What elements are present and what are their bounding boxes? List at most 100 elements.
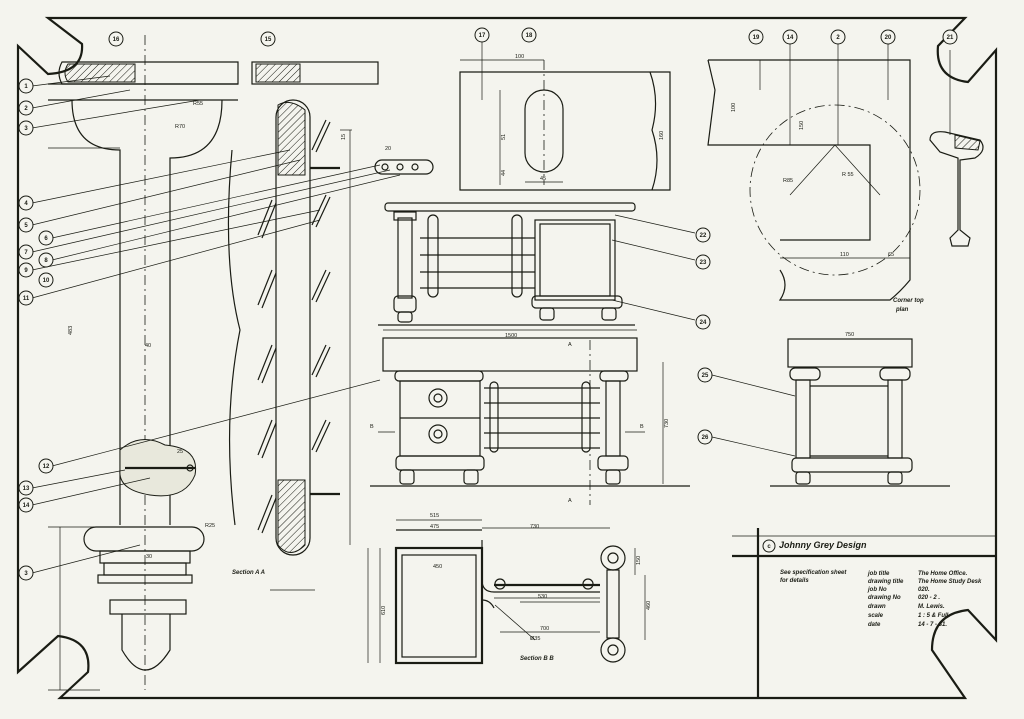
row-value-scale: 1 : 5 & Full. [918,613,951,619]
fitting-detail [929,50,984,247]
dim-65: 65 [888,252,894,258]
callout-3: 3 [24,126,28,132]
rear-elevation [378,202,696,326]
callout-18: 18 [526,33,533,39]
callout-2-left: 2 [24,106,28,112]
section-bb [367,519,646,665]
dim-r55b: R 55 [842,172,854,178]
callout-15: 15 [265,37,272,43]
dim-610: 610 [381,606,387,615]
dim-483: 483 [68,326,74,335]
pedestal-elevation [48,35,239,691]
dim-160: 160 [659,131,665,140]
callout-21: 21 [947,35,954,41]
dim-750: 750 [845,332,854,338]
dim-r25: R25 [205,523,215,529]
callout-24: 24 [700,320,707,326]
dim-dia35: Ø35 [530,636,540,642]
row-label-job-title: job title [868,571,890,577]
spec-note-2: for details [780,578,809,584]
callout-10: 10 [43,278,50,284]
callout-3b: 3 [24,571,28,577]
dim-20: 20 [385,146,391,152]
row-value-job-title: The Home Office. [918,571,968,577]
callout-7: 7 [24,250,28,256]
title-block-frame [732,528,996,698]
callout-13: 13 [23,486,30,492]
row-value-date: 14 - 7 - 81. [918,622,948,628]
dim-45: 45 [540,176,546,182]
callout-6: 6 [44,236,48,242]
dim-100-top: 100 [515,54,524,60]
dim-40: 40 [145,343,151,349]
dim-475: 475 [430,524,439,530]
front-elevation [370,329,690,505]
spec-note-1: See specification sheet [780,570,847,576]
dim-44: 44 [501,170,507,176]
dim-15: 15 [341,134,347,140]
dimension-labels: 1500 730 750 515 475 730 450 530 700 150… [68,54,894,642]
callout-20: 20 [885,35,892,41]
dim-460: 460 [646,601,652,610]
copyright-symbol: c [767,544,771,550]
dim-730: 730 [664,419,670,428]
row-value-job-no: 020. [918,587,930,593]
callout-1: 1 [24,84,28,90]
callout-11: 11 [23,296,30,302]
row-label-scale: scale [868,613,884,619]
dim-150: 150 [636,556,642,565]
row-value-drawing-title: The Home Study Desk [918,579,982,585]
caption-section-aa: Section A A [232,570,265,576]
callout-23: 23 [700,260,707,266]
row-value-drawing-no: 020 - 2 . [918,595,941,601]
corner-top-plan [707,40,921,301]
row-label-drawing-title: drawing title [868,579,904,585]
dim-730b: 730 [530,524,539,530]
caption-section-bb: Section B B [520,656,554,662]
section-mark-a-top: A [568,342,572,348]
dim-150b: 150 [799,121,805,130]
dim-450: 450 [433,564,442,570]
dim-530: 530 [538,594,547,600]
row-label-drawing-no: drawing No [868,595,901,601]
callout-12: 12 [43,464,50,470]
callout-bubbles: 16 15 17 18 19 14 2 20 21 1 2 3 4 5 6 7 … [18,27,958,581]
callout-2: 2 [836,35,840,41]
dim-r55: R55 [193,101,203,107]
dim-51: 51 [501,134,507,140]
callout-16: 16 [113,37,120,43]
caption-plan: plan [895,307,909,313]
callout-14: 14 [23,503,30,509]
callout-4: 4 [24,201,28,207]
dim-30: 30 [146,554,152,560]
dim-25: 25 [177,449,183,455]
section-aa [227,61,434,591]
row-label-date: date [868,622,881,628]
callout-14b: 14 [787,35,794,41]
dim-1500: 1500 [505,333,517,339]
callout-25: 25 [702,373,709,379]
dim-515: 515 [430,513,439,519]
row-label-drawn: drawn [868,604,886,610]
dim-100: 100 [731,103,737,112]
callout-5: 5 [24,223,28,229]
callout-26: 26 [702,435,709,441]
dim-r70: R70 [175,124,185,130]
callout-8: 8 [44,258,48,264]
side-elevation [711,338,950,487]
dim-700: 700 [540,626,549,632]
callout-19: 19 [753,35,760,41]
sheet-frame [16,16,998,700]
section-mark-b-left: B [370,424,374,430]
callout-17: 17 [479,33,486,39]
row-label-job-no: job No [868,587,887,593]
callout-9: 9 [24,268,28,274]
dim-r85: R85 [783,178,793,184]
row-value-drawn: M. Lewis. [918,604,945,610]
caption-corner-top: Corner top [893,298,924,304]
section-mark-a-bottom: A [568,498,572,504]
top-slot-detail [459,35,671,191]
callout-22: 22 [700,233,707,239]
dim-110: 110 [840,252,849,258]
